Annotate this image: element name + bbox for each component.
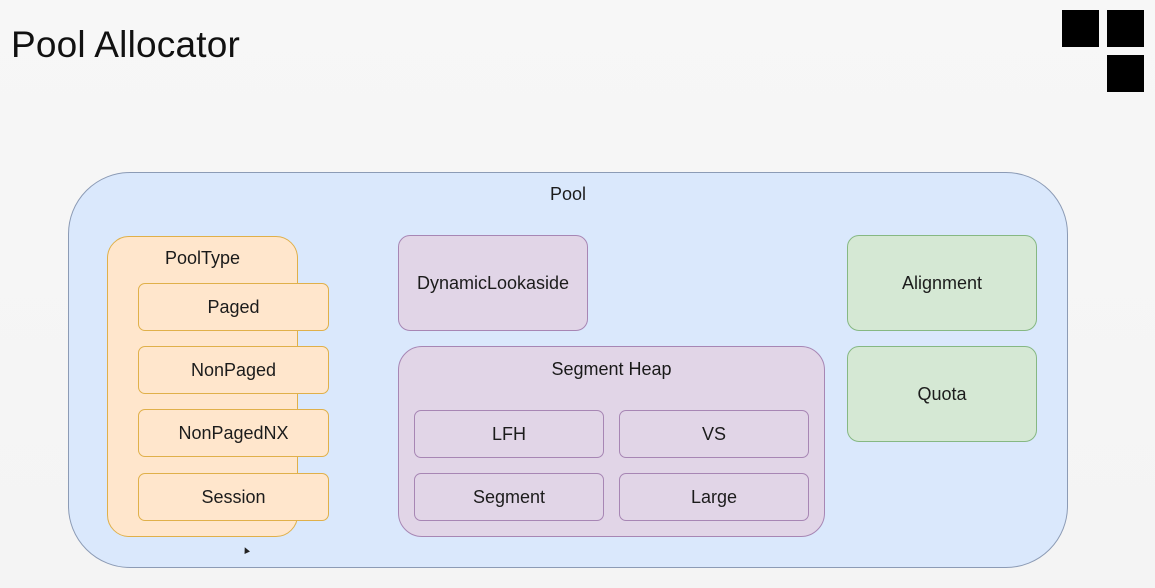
segment-heap-item-vs: VS	[619, 410, 809, 458]
pooltype-label: PoolType	[164, 248, 241, 268]
logo-square-top-right	[1107, 10, 1144, 47]
segment-heap-label: Segment Heap	[551, 359, 672, 379]
pooltype-item-nonpaged: NonPaged	[138, 346, 329, 394]
segment-heap-item-large: Large	[619, 473, 809, 521]
segment-heap-item-lfh: LFH	[414, 410, 604, 458]
pool-label: Pool	[549, 184, 587, 204]
pooltype-item-paged: Paged	[138, 283, 329, 331]
logo-square-top-left	[1062, 10, 1099, 47]
channel-logo-icon	[1062, 10, 1146, 94]
pooltype-item-session: Session	[138, 473, 329, 521]
logo-square-bottom-right	[1107, 55, 1144, 92]
alignment-box: Alignment	[847, 235, 1037, 331]
segment-heap-item-segment: Segment	[414, 473, 604, 521]
pooltype-item-nonpagednx: NonPagedNX	[138, 409, 329, 457]
slide-title: Pool Allocator	[11, 24, 241, 65]
dynamic-lookaside-box: DynamicLookaside	[398, 235, 588, 331]
quota-box: Quota	[847, 346, 1037, 442]
